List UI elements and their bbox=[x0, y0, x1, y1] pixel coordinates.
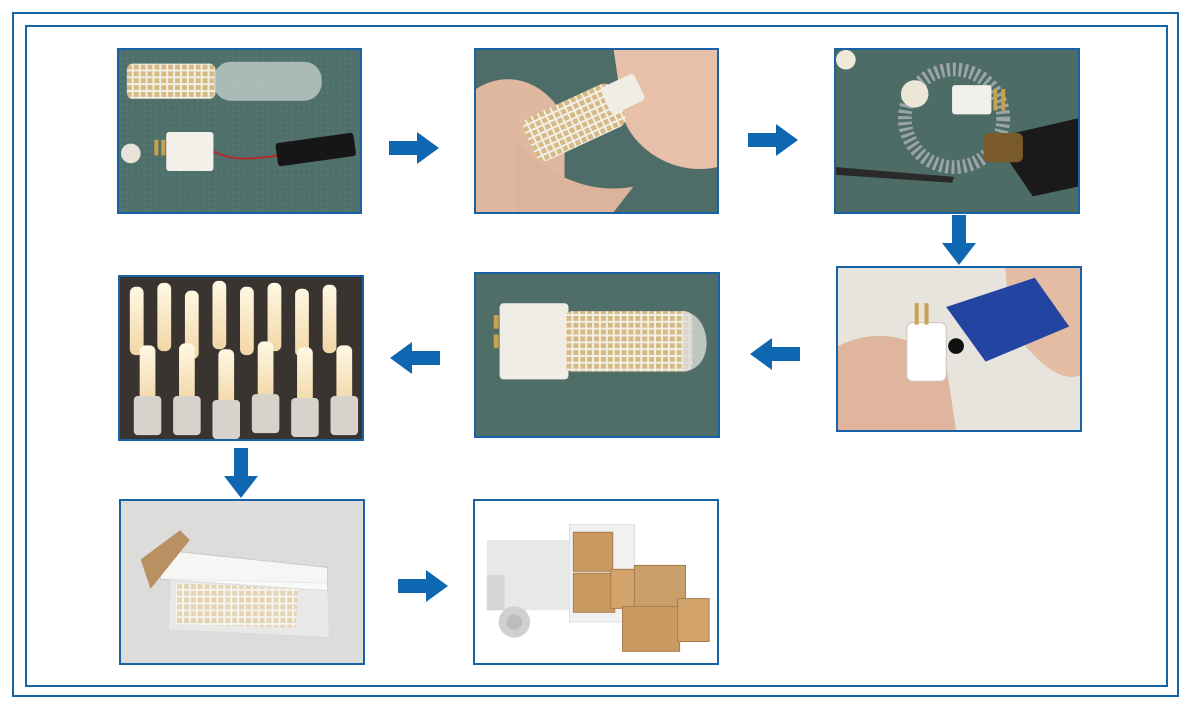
step-2-assembly-photo bbox=[474, 48, 719, 214]
step-1-components-photo bbox=[117, 48, 362, 214]
step-6-aging-test-photo bbox=[118, 275, 364, 441]
arrow-right-1 bbox=[389, 132, 439, 164]
arrow-left-2 bbox=[390, 342, 440, 374]
step-7-packing-photo bbox=[119, 499, 365, 665]
step-5-finished-bulb-photo bbox=[474, 272, 720, 438]
arrow-right-2 bbox=[748, 124, 798, 156]
step-4-pin-fixing-photo bbox=[836, 266, 1082, 432]
outer-frame bbox=[12, 12, 1179, 697]
inner-frame bbox=[25, 25, 1168, 687]
arrow-down-2 bbox=[224, 448, 258, 498]
arrow-down-1 bbox=[942, 215, 976, 265]
arrow-right-3 bbox=[398, 570, 448, 602]
step-3-soldering-photo bbox=[834, 48, 1080, 214]
arrow-left-1 bbox=[750, 338, 800, 370]
step-8-shipping-illustration bbox=[473, 499, 719, 665]
